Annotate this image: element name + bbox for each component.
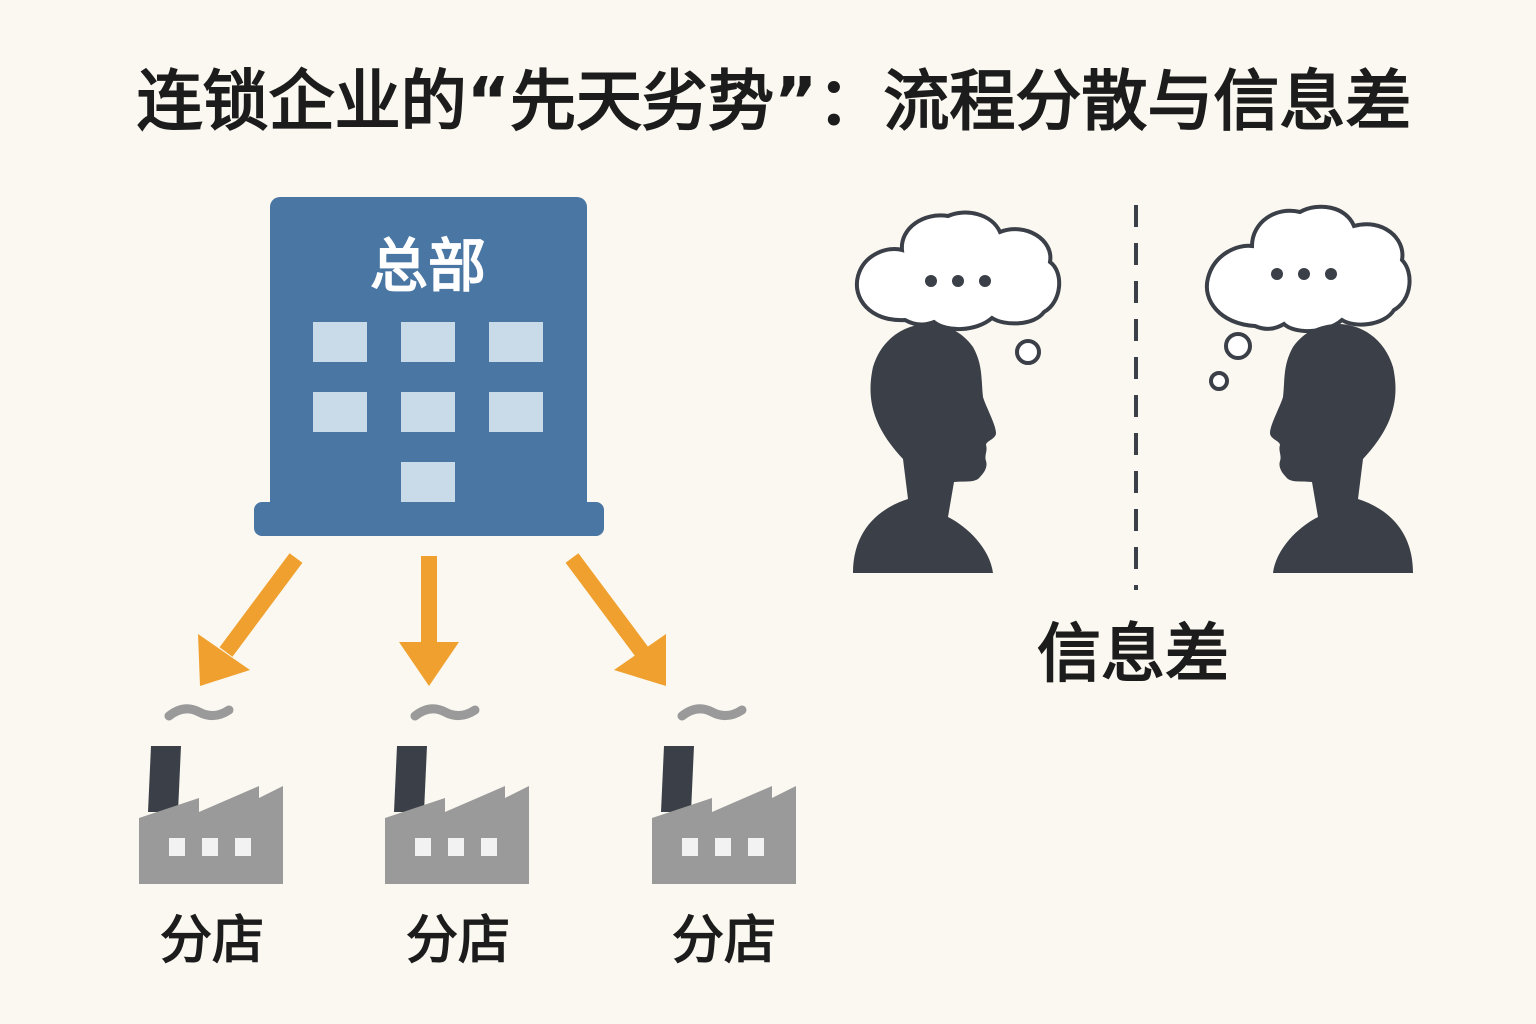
branch-3: 分店 — [652, 709, 796, 971]
person-head-silhouette-icon — [853, 324, 996, 573]
person-left — [853, 210, 1062, 573]
distribution-arrows — [198, 553, 666, 686]
factory-icon — [385, 709, 529, 884]
thought-bubble-icon — [1204, 204, 1412, 391]
branch-label: 分店 — [672, 911, 776, 971]
person-head-silhouette-icon — [1270, 324, 1413, 573]
arrow-down-right-icon — [565, 553, 666, 686]
headquarters-label: 总部 — [370, 232, 486, 300]
thought-bubble-icon — [854, 210, 1062, 365]
branch-label: 分店 — [160, 911, 264, 971]
factory-icon — [652, 709, 796, 884]
person-right — [1204, 204, 1413, 573]
headquarters: 总部 — [254, 197, 604, 536]
arrow-down-icon — [399, 556, 459, 686]
office-building-icon — [254, 197, 604, 536]
factory-icon — [139, 709, 283, 884]
branch-1: 分店 — [139, 709, 283, 971]
information-gap-label: 信息差 — [1037, 618, 1229, 692]
page-title: 连锁企业的“先天劣势”：流程分散与信息差 — [137, 63, 1412, 140]
arrow-down-left-icon — [198, 553, 303, 686]
branch-2: 分店 — [385, 709, 529, 971]
branch-label: 分店 — [406, 911, 510, 971]
